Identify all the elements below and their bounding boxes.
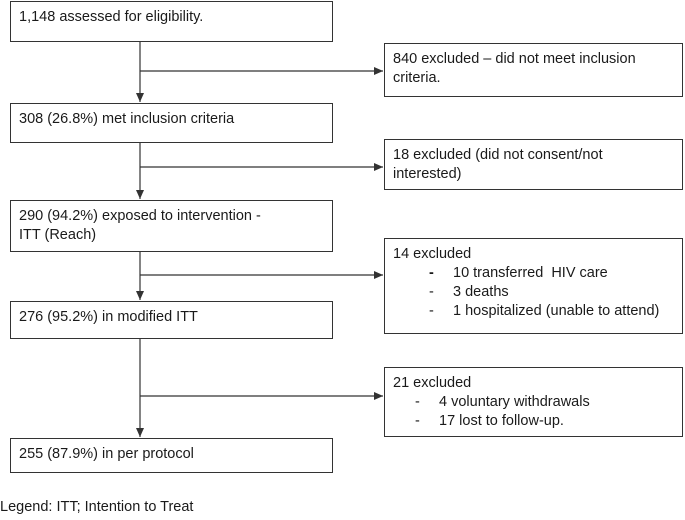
exclusion-21-list: - 4 voluntary withdrawals - 17 lost to f… xyxy=(393,393,674,431)
exclusion-21-heading: 21 excluded xyxy=(393,375,472,391)
list-item: - 4 voluntary withdrawals xyxy=(415,393,674,412)
exclusion-inclusion-criteria-box: 840 excluded – did not meet inclusion cr… xyxy=(384,43,683,97)
list-item: - 3 deaths xyxy=(429,283,674,302)
exclusion-14-box: 14 excluded - 10 transferred HIV care - … xyxy=(384,238,683,334)
exclusion-14-item-transferred: 10 transferred HIV care xyxy=(453,265,608,281)
list-item: - 10 transferred HIV care xyxy=(429,264,674,283)
step-exposed-text-line-1: 290 (94.2%) exposed to intervention - xyxy=(19,208,261,224)
bullet-dash: - xyxy=(429,303,434,319)
list-item: - 17 lost to follow-up. xyxy=(415,412,674,431)
step-per-protocol-text: 255 (87.9%) in per protocol xyxy=(19,446,194,462)
exclusion-14-list: - 10 transferred HIV care - 3 deaths - 1… xyxy=(393,264,674,321)
exclusion-14-heading: 14 excluded xyxy=(393,246,472,262)
exclusion-no-consent-box: 18 excluded (did not consent/not interes… xyxy=(384,139,683,190)
exclusion-21-box: 21 excluded - 4 voluntary withdrawals - … xyxy=(384,367,683,437)
exclusion-21-item-lost: 17 lost to follow-up. xyxy=(439,413,564,429)
exclusion-21-item-withdrawals: 4 voluntary withdrawals xyxy=(439,394,590,410)
exclusion-no-consent-line-2: interested) xyxy=(393,166,462,182)
step-modified-itt-text: 276 (95.2%) in modified ITT xyxy=(19,309,198,325)
bullet-dash: - xyxy=(415,413,420,429)
step-assessed-text: 1,148 assessed for eligibility. xyxy=(19,9,204,25)
exclusion-no-consent-line-1: 18 excluded (did not consent/not xyxy=(393,147,603,163)
bullet-dash: - xyxy=(415,394,420,410)
step-per-protocol-box: 255 (87.9%) in per protocol xyxy=(10,438,333,473)
list-item: - 1 hospitalized (unable to attend) xyxy=(429,302,674,321)
exclusion-inclusion-criteria-line-1: 840 excluded – did not meet inclusion xyxy=(393,51,636,67)
bullet-dash: - xyxy=(429,284,434,300)
step-exposed-box: 290 (94.2%) exposed to intervention - IT… xyxy=(10,200,333,252)
step-assessed-box: 1,148 assessed for eligibility. xyxy=(10,1,333,42)
step-met-criteria-box: 308 (26.8%) met inclusion criteria xyxy=(10,103,333,143)
step-modified-itt-box: 276 (95.2%) in modified ITT xyxy=(10,301,333,339)
step-exposed-text-line-2: ITT (Reach) xyxy=(19,227,97,243)
step-met-criteria-text: 308 (26.8%) met inclusion criteria xyxy=(19,111,235,127)
exclusion-inclusion-criteria-line-2: criteria. xyxy=(393,70,441,86)
exclusion-14-item-hospitalized: 1 hospitalized (unable to attend) xyxy=(453,303,660,319)
legend-text: Legend: ITT; Intention to Treat xyxy=(0,499,194,515)
bullet-dash: - xyxy=(429,265,434,281)
exclusion-14-item-deaths: 3 deaths xyxy=(453,284,509,300)
